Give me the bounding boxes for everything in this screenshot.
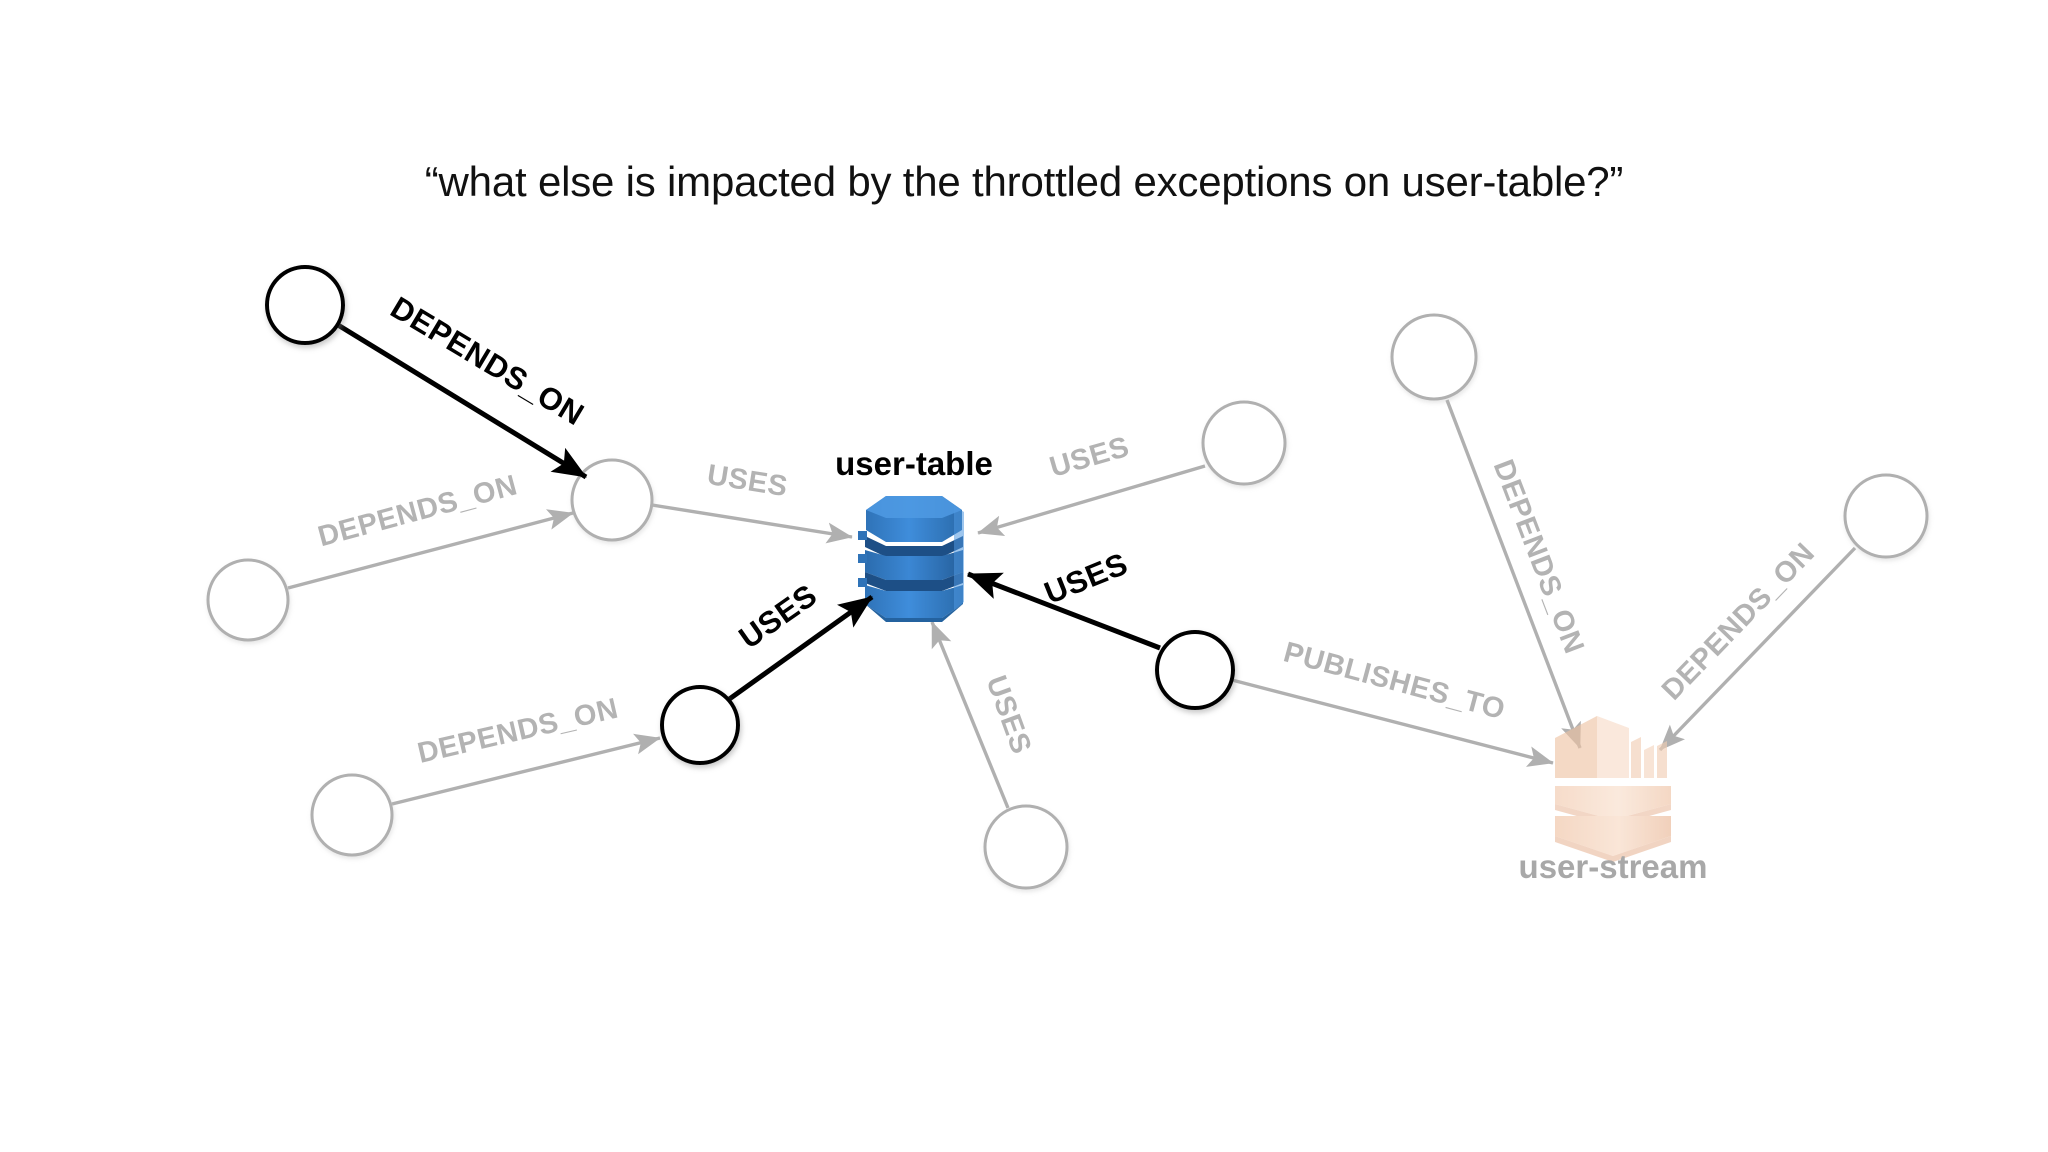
edge-label-depends-on-far-left: DEPENDS_ON bbox=[315, 469, 521, 553]
node-labels-layer: user-table user-stream bbox=[835, 445, 1707, 885]
edge-uses-bottom-mid-to-table-line bbox=[930, 621, 1010, 809]
service-node-bottom-mid[interactable] bbox=[983, 804, 1069, 890]
service-node-right-hot[interactable] bbox=[1155, 630, 1235, 710]
edges-highlight-layer bbox=[336, 322, 1161, 703]
nodes-highlight-layer bbox=[265, 265, 1235, 765]
edge-uses-lower-mid-to-table-line bbox=[726, 594, 874, 703]
dynamodb-user-table-node[interactable] bbox=[858, 496, 964, 622]
kinesis-icon-body-light bbox=[1597, 716, 1629, 778]
edge-labels-layer: DEPENDS_ON DEPENDS_ON USES USES USES USE… bbox=[315, 290, 1822, 770]
dynamodb-icon-groove-1 bbox=[865, 536, 963, 557]
nodes-dim-layer bbox=[206, 313, 1929, 890]
dynamodb-icon-notch-1 bbox=[858, 531, 867, 540]
service-node-top-left[interactable] bbox=[265, 265, 345, 345]
kinesis-icon-bar-3 bbox=[1657, 741, 1667, 778]
edge-uses-mid-left-to-table-line bbox=[651, 503, 853, 544]
service-node-lower-mid[interactable] bbox=[660, 685, 740, 765]
edge-depends-on-lower-left-line bbox=[391, 733, 661, 806]
dynamodb-icon-groove-2 bbox=[865, 572, 963, 591]
dynamodb-icon-notch-3 bbox=[858, 578, 867, 587]
kinesis-icon-slab-mid bbox=[1555, 786, 1671, 820]
node-label-user-table: user-table bbox=[835, 445, 993, 482]
service-node-lower-left[interactable] bbox=[310, 773, 394, 857]
service-node-mid-left[interactable] bbox=[570, 458, 654, 542]
edge-depends-on-top-right-line bbox=[1445, 399, 1582, 749]
edges-dim-layer bbox=[287, 399, 1857, 809]
edge-label-publishes-to-stream: PUBLISHES_TO bbox=[1280, 636, 1508, 726]
dynamodb-icon-notch-2 bbox=[858, 554, 867, 563]
dynamodb-icon-band-bottom bbox=[865, 585, 963, 618]
edge-label-uses-right-hot-to-table: USES bbox=[1039, 546, 1132, 611]
edge-uses-upper-right-to-table-line bbox=[977, 464, 1206, 536]
edge-depends-on-far-left-line bbox=[287, 509, 574, 590]
edge-uses-right-hot-to-table-line bbox=[967, 571, 1161, 651]
kinesis-icon-body bbox=[1555, 716, 1597, 778]
edge-label-depends-on-far-right: DEPENDS_ON bbox=[1656, 537, 1821, 707]
kinesis-icon-bar-2 bbox=[1644, 745, 1654, 778]
kinesis-icon-bar-1 bbox=[1631, 737, 1641, 778]
edge-label-depends-on-top-left: DEPENDS_ON bbox=[385, 290, 590, 433]
edge-label-depends-on-lower-left: DEPENDS_ON bbox=[415, 693, 622, 770]
edge-depends-on-top-left-line bbox=[336, 322, 588, 480]
service-node-far-right[interactable] bbox=[1843, 473, 1929, 559]
kinesis-user-stream-node[interactable] bbox=[1555, 716, 1671, 862]
edge-depends-on-far-right-line bbox=[1658, 546, 1857, 752]
edge-publishes-to-stream-line bbox=[1231, 678, 1554, 767]
edge-label-uses-upper-right-to-table: USES bbox=[1046, 431, 1133, 484]
kinesis-icon-slab-bottom bbox=[1555, 816, 1671, 856]
service-node-top-right[interactable] bbox=[1390, 313, 1478, 401]
dynamodb-icon-right-highlight bbox=[954, 506, 964, 610]
edge-label-uses-bottom-mid-to-table: USES bbox=[980, 671, 1038, 758]
edge-label-uses-mid-left-to-table: USES bbox=[705, 459, 790, 503]
dynamodb-icon-top-cap bbox=[866, 496, 962, 518]
edge-label-depends-on-top-right: DEPENDS_ON bbox=[1487, 455, 1590, 658]
page-title: “what else is impacted by the throttled … bbox=[424, 158, 1624, 205]
kinesis-icon-slab-bottom-shadow bbox=[1555, 836, 1671, 862]
dynamodb-icon-bottom-cap bbox=[865, 604, 963, 622]
service-node-upper-right[interactable] bbox=[1201, 400, 1287, 486]
dynamodb-icon-band-mid bbox=[865, 550, 963, 580]
node-label-user-stream: user-stream bbox=[1519, 848, 1708, 885]
service-node-far-left[interactable] bbox=[206, 558, 290, 642]
